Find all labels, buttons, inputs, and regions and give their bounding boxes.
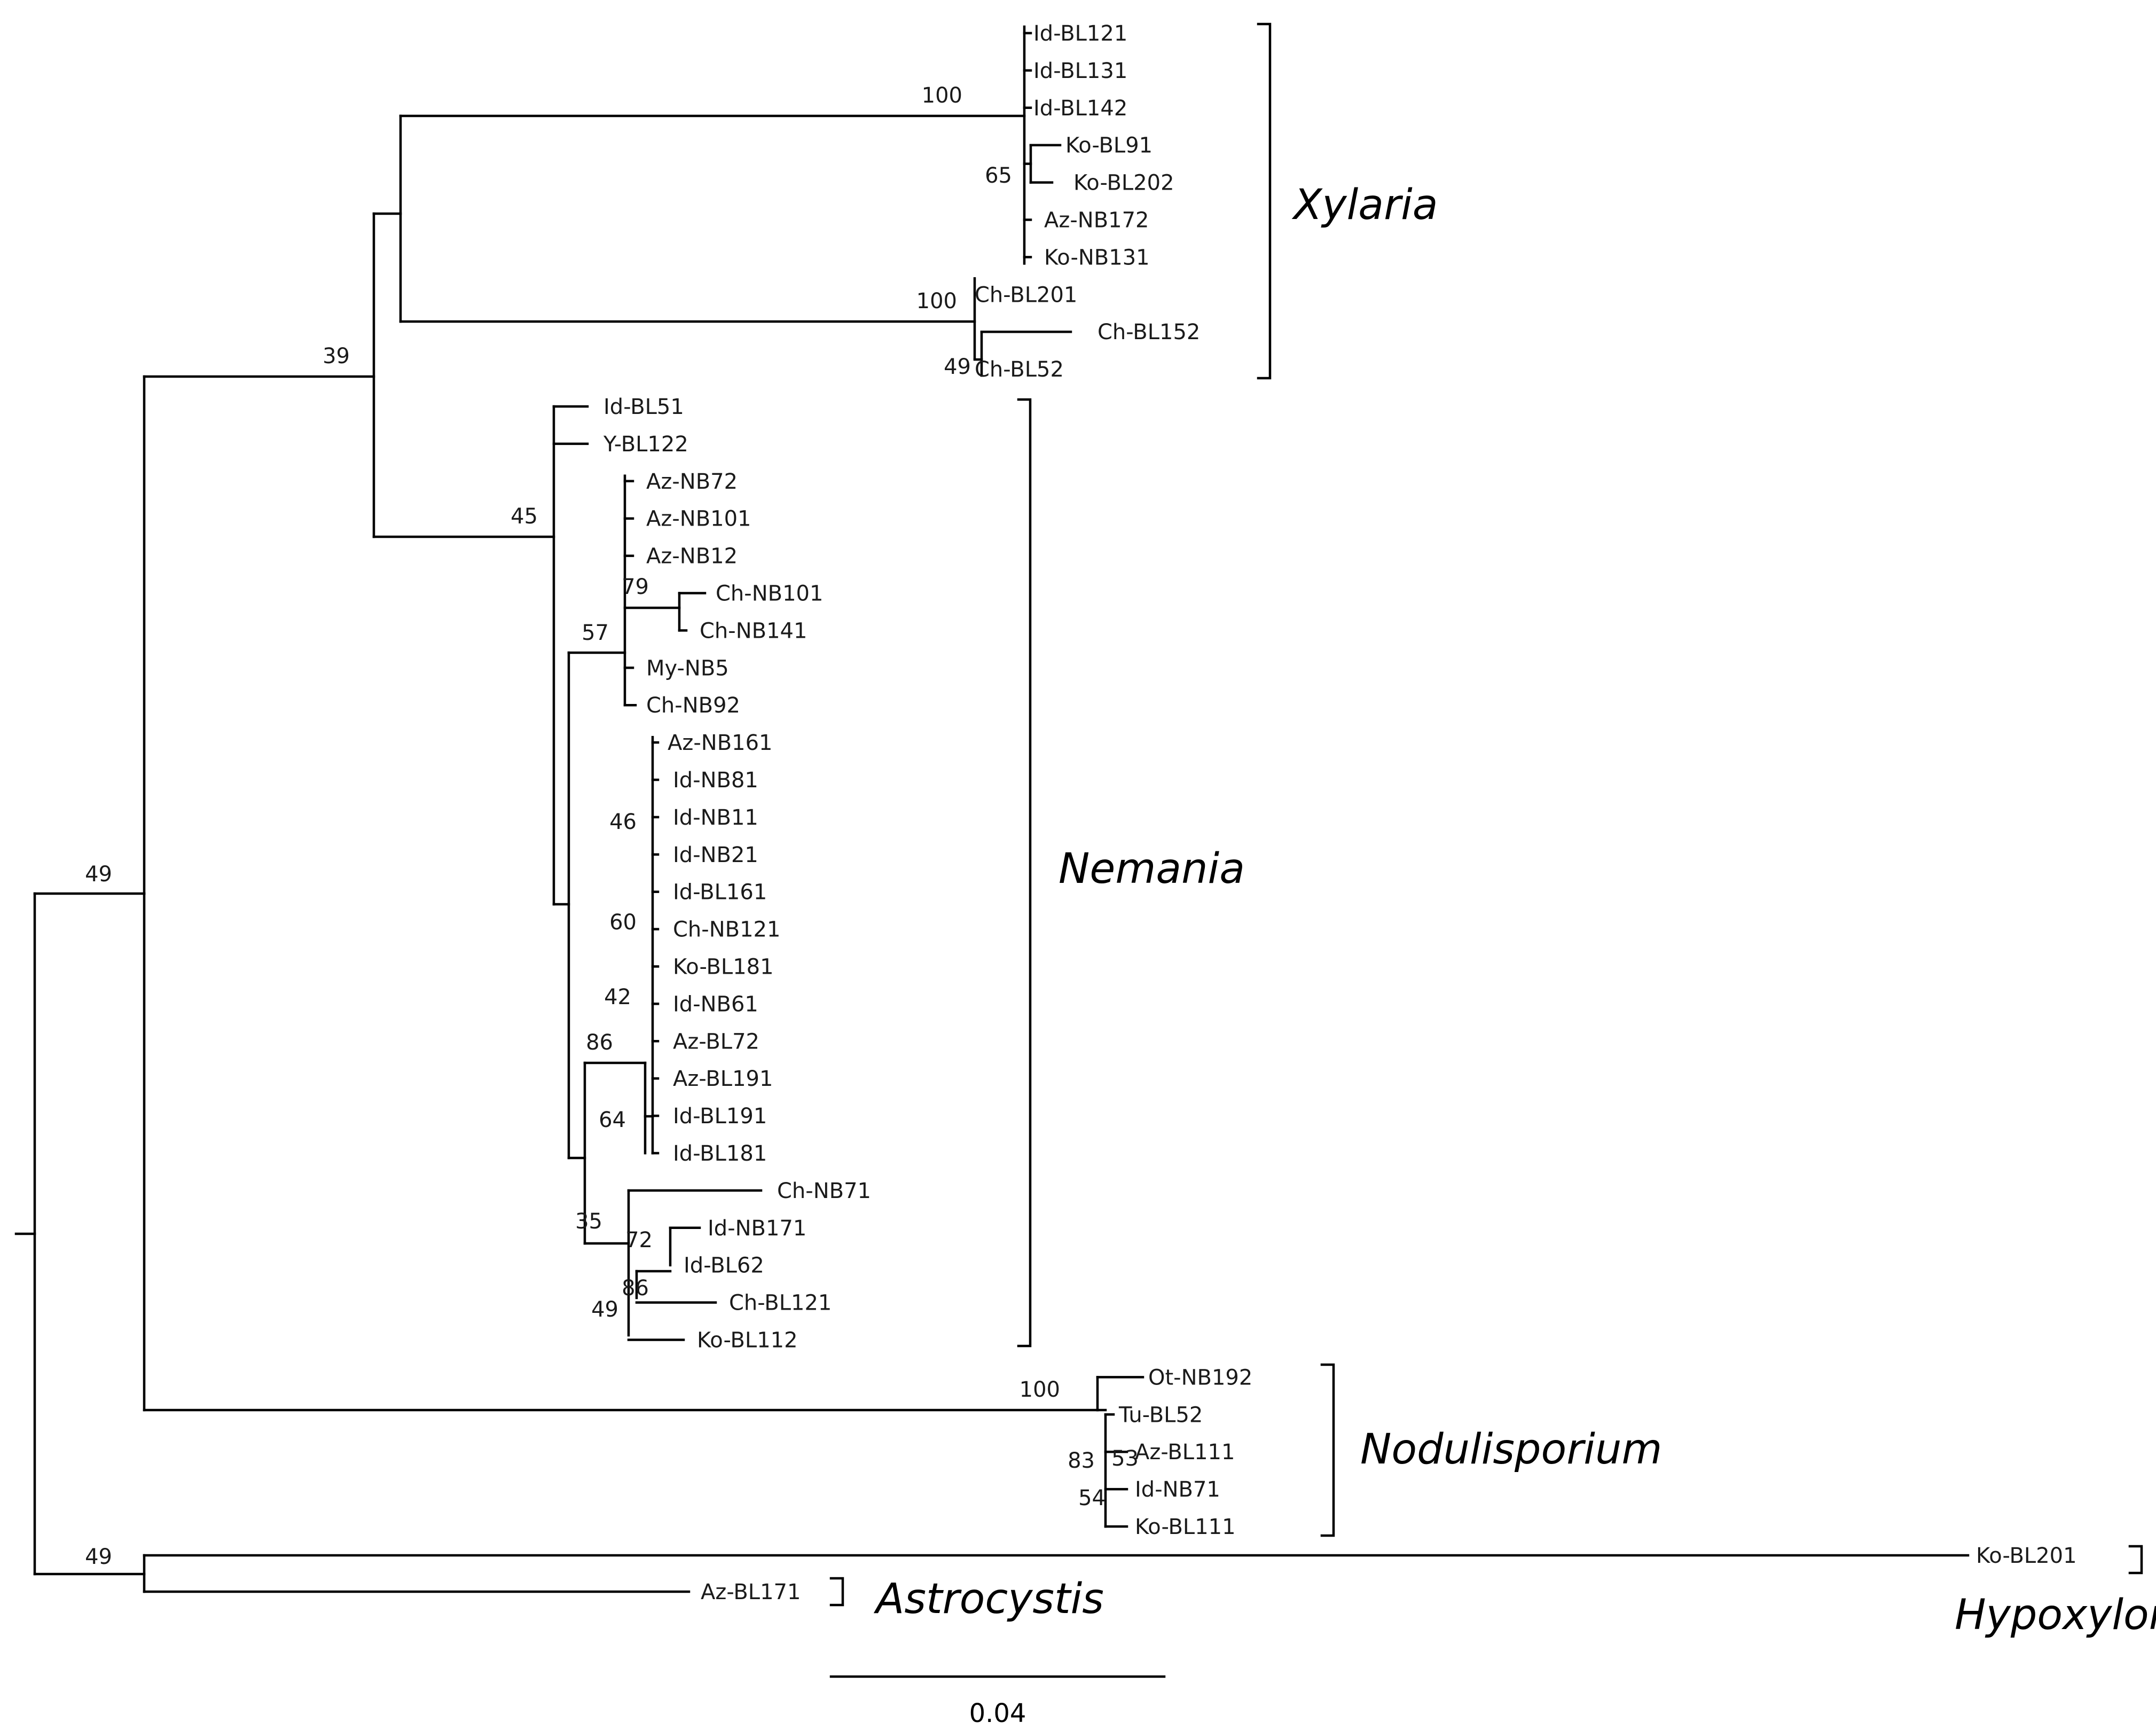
support-nemania-b: 46 [609, 810, 637, 834]
bracket-xylaria [1257, 22, 1272, 380]
taxon-id-bl142: Id-BL142 [1033, 96, 1127, 121]
taxon-id-bl51: Id-BL51 [603, 395, 684, 419]
taxon-tu-bl52: Tu-BL52 [1118, 1403, 1203, 1427]
taxon-id-bl161: Id-BL161 [673, 880, 767, 905]
taxon-ko-bl201: Ko-BL201 [1976, 1544, 2077, 1568]
support-xylaria-nemania: 39 [323, 344, 350, 369]
taxon-az-nb72: Az-NB72 [646, 469, 738, 494]
support-xylaria-a: 100 [922, 83, 962, 108]
support-nemania-b-sub3: 86 [586, 1030, 613, 1055]
support-basal: 49 [85, 1545, 112, 1569]
taxon-id-bl121: Id-BL121 [1033, 21, 1127, 46]
support-xylaria-a-sub: 65 [985, 163, 1012, 188]
taxon-ch-bl201: Ch-BL201 [975, 283, 1077, 307]
support-nemania-c: 35 [575, 1209, 602, 1234]
taxon-ch-bl152: Ch-BL152 [1097, 320, 1200, 345]
bracket-nemania [1017, 398, 1032, 1348]
support-nemania-b-sub1: 60 [609, 910, 637, 935]
taxon-az-nb172: Az-NB172 [1044, 208, 1149, 233]
taxon-id-nb81: Id-NB81 [673, 768, 758, 793]
taxon-ch-nb141: Ch-NB141 [700, 619, 807, 643]
taxon-my-nb5: My-NB5 [646, 656, 729, 680]
taxon-ch-bl121: Ch-BL121 [729, 1291, 832, 1316]
support-nemania: 45 [511, 504, 538, 529]
scale-bar-label: 0.04 [969, 1698, 1026, 1728]
taxon-id-bl62: Id-BL62 [684, 1254, 764, 1278]
support-nodulisporium-sub2: 53 [1111, 1446, 1139, 1471]
support-nemania-a: 57 [582, 621, 609, 645]
support-nodulisporium-sub1: 83 [1068, 1449, 1095, 1473]
support-xylaria-b: 100 [916, 289, 957, 314]
support-root-main: 49 [85, 862, 112, 887]
clade-label-nemania: Nemania [1059, 845, 1245, 893]
taxon-id-nb11: Id-NB11 [673, 805, 758, 830]
bracket-hypoxylon [2128, 1545, 2143, 1575]
taxon-id-bl131: Id-BL131 [1033, 59, 1127, 83]
taxon-id-nb71: Id-NB71 [1135, 1477, 1220, 1502]
support-nemania-c-sub3: 49 [591, 1297, 618, 1322]
taxon-id-nb61: Id-NB61 [673, 992, 758, 1016]
clade-label-nodulisporium: Nodulisporium [1360, 1426, 1662, 1474]
taxon-az-nb101: Az-NB101 [646, 507, 751, 531]
taxon-ko-bl181: Ko-BL181 [673, 955, 774, 980]
clade-label-hypoxylon: Hypoxylon [1955, 1591, 2156, 1639]
taxon-ko-bl112: Ko-BL112 [697, 1328, 798, 1353]
taxon-id-nb171: Id-NB171 [708, 1216, 806, 1241]
taxon-ch-bl52: Ch-BL52 [975, 357, 1064, 382]
bracket-astrocystis [829, 1577, 844, 1607]
taxon-ch-nb71: Ch-NB71 [777, 1179, 871, 1203]
taxon-ch-nb101: Ch-NB101 [716, 582, 823, 606]
taxon-id-bl181: Id-BL181 [673, 1141, 767, 1166]
clade-label-astrocystis: Astrocystis [873, 1575, 1104, 1623]
bracket-nodulisporium [1320, 1363, 1335, 1537]
taxon-y-bl122: Y-BL122 [603, 432, 688, 457]
taxon-id-nb21: Id-NB21 [673, 843, 758, 867]
support-nemania-b-sub4: 64 [599, 1108, 626, 1132]
taxon-labels: Id-BL121Id-BL131Id-BL142Ko-BL91Ko-BL202A… [603, 21, 2077, 1604]
clade-brackets [829, 22, 2143, 1607]
support-nodulisporium: 100 [1020, 1377, 1060, 1402]
taxon-az-nb12: Az-NB12 [646, 544, 738, 569]
support-nodulisporium-sub3: 54 [1078, 1486, 1106, 1510]
taxon-ch-nb92: Ch-NB92 [646, 693, 740, 718]
taxon-ot-nb192: Ot-NB192 [1148, 1365, 1252, 1390]
taxon-ko-bl91: Ko-BL91 [1065, 134, 1153, 158]
support-nemania-c-sub2: 86 [622, 1276, 649, 1301]
taxon-az-bl111: Az-BL111 [1135, 1440, 1235, 1465]
tree-branches [14, 25, 1970, 1593]
support-values: 4939100651004945577946604286643572864910… [85, 83, 1139, 1569]
support-xylaria-b-sub: 49 [944, 355, 971, 379]
taxon-ko-bl202: Ko-BL202 [1073, 171, 1174, 195]
taxon-ko-bl111: Ko-BL111 [1135, 1515, 1236, 1539]
taxon-id-bl191: Id-BL191 [673, 1104, 767, 1129]
taxon-az-nb161: Az-NB161 [668, 731, 773, 755]
taxon-ch-nb121: Ch-NB121 [673, 918, 780, 942]
taxon-ko-nb131: Ko-NB131 [1044, 245, 1150, 270]
support-nemania-c-sub1: 72 [625, 1228, 653, 1253]
taxon-az-bl72: Az-BL72 [673, 1029, 759, 1054]
clade-label-xylaria: Xylaria [1291, 181, 1438, 229]
support-nemania-a-sub: 79 [622, 575, 649, 599]
support-nemania-b-sub2: 42 [604, 985, 631, 1009]
taxon-az-bl191: Az-BL191 [673, 1067, 773, 1091]
taxon-az-bl171: Az-BL171 [701, 1580, 801, 1604]
